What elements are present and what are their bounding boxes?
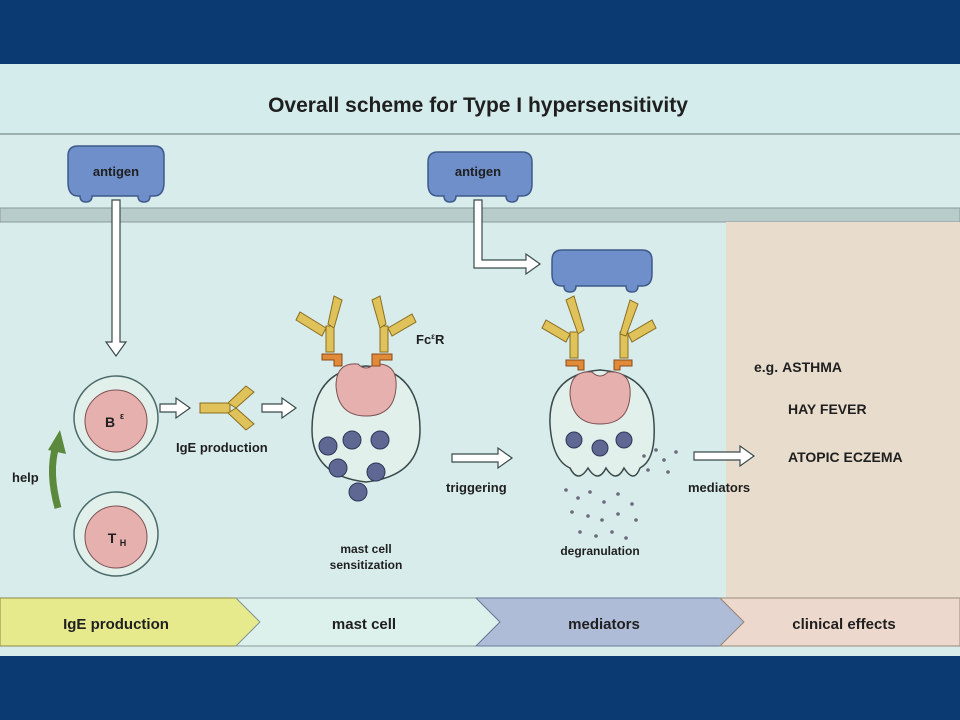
fc-receptors-2 [565,359,633,371]
ige-production-label: IgE production [176,440,268,455]
fc-receptors [321,353,393,367]
clinical-item-asthma: ASTHMA [782,359,842,375]
help-arrow [48,430,66,509]
stage-clinical-effects [718,597,960,647]
th-cell-subscript: H [120,538,127,548]
clinical-item-hay-fever: HAY FEVER [788,401,867,417]
stage-label-3: mediators [568,616,640,633]
mast-cell-granules [318,430,390,502]
antigen-label-2: antigen [455,164,501,179]
arrow-bcell-to-ige [159,396,192,420]
bound-ige [295,295,417,353]
title-band [0,64,960,134]
clinical-example: e.g.ASTHMA [754,359,842,375]
bound-ige-2 [541,295,657,359]
antigen-crosslinked [551,249,653,293]
mast-cell-degranulating [541,295,678,540]
arrow-triggering [451,446,514,470]
mast-cell-sensitized [295,295,421,502]
mediators-label: mediators [688,480,750,495]
diagram-canvas: Overall scheme for Type I hypersensitivi… [0,64,960,647]
page-title: Overall scheme for Type I hypersensitivi… [268,94,688,117]
arrow-mediators [693,444,756,468]
arrow-antigen-to-bcell [104,199,128,358]
degranulation-granules [565,431,633,457]
stage-label-4: clinical effects [792,616,895,633]
diagram-slide: Overall scheme for Type I hypersensitivi… [0,64,960,656]
ige-antibody [199,385,255,431]
clinical-panel [726,222,960,598]
stage-label-2: mast cell [332,616,396,633]
arrow-ige-to-mastcell [261,396,298,420]
b-cell: B ε [73,375,159,461]
th-cell-label: T [108,530,117,546]
b-cell-superscript: ε [120,411,125,421]
antigen-1: antigen [67,145,165,203]
fc-receptor-sup: ε [431,332,435,341]
fc-receptor-tail: R [435,332,445,347]
help-label: help [12,470,39,485]
antigen-label-1: antigen [93,164,139,179]
antigen-2: antigen [427,151,533,203]
b-cell-label: B [105,414,115,430]
clinical-prefix: e.g. [754,359,778,375]
fc-receptor-text: Fc [416,332,431,347]
arrow-antigen-to-crosslink [473,199,542,276]
mast-cell-label-2: sensitization [330,558,403,572]
th-cell: T H [73,491,159,577]
fc-receptor-label: FcεR [416,332,445,347]
stage-bar: IgE production mast cell mediators clini… [0,597,960,647]
released-mediators [564,448,678,540]
triggering-label: triggering [446,480,507,495]
stage-label-1: IgE production [63,616,169,633]
mast-cell-label-1: mast cell [340,542,391,556]
clinical-item-eczema: ATOPIC ECZEMA [788,449,903,465]
degranulation-label: degranulation [560,544,639,558]
